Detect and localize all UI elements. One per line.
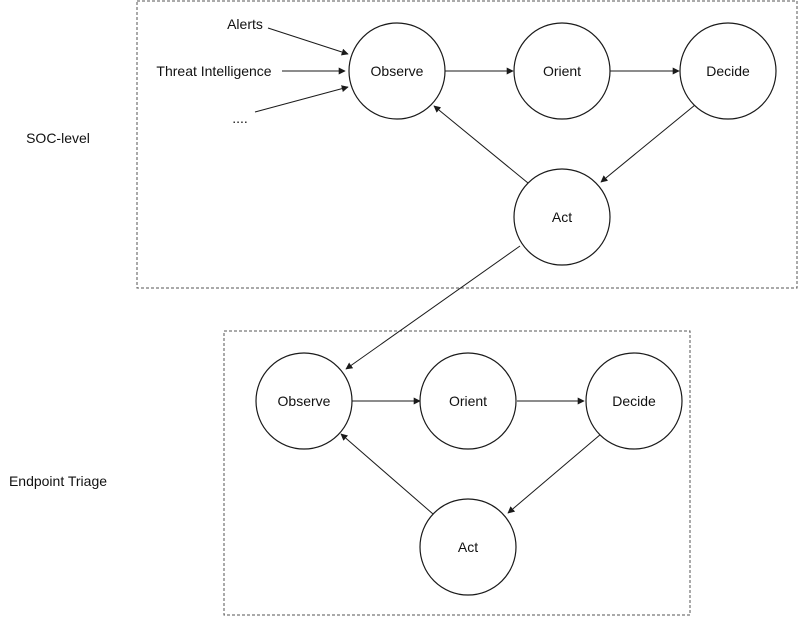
alerts-input-label: Alerts: [227, 16, 263, 32]
endpoint-decide-label: Decide: [612, 393, 656, 409]
soc-decide-node: Decide: [679, 22, 777, 120]
soc-observe-node: Observe: [348, 22, 446, 120]
soc-decide-label: Decide: [706, 63, 750, 79]
soc-act-to-endpoint-observe-arrow: [345, 245, 521, 370]
endpoint-act-to-observe-arrow: [340, 433, 434, 515]
soc-decide-to-act-arrow: [600, 104, 696, 183]
alerts-to-observe-arrow: [267, 27, 349, 56]
endpoint-orient-node: Orient: [419, 352, 517, 450]
more-inputs-label: ....: [232, 110, 248, 126]
soc-level-label: SOC-level: [26, 130, 90, 146]
soc-observe-label: Observe: [371, 63, 424, 79]
endpoint-observe-label: Observe: [278, 393, 331, 409]
soc-orient-label: Orient: [543, 63, 581, 79]
endpoint-triage-region: [223, 330, 691, 616]
soc-orient-node: Orient: [513, 22, 611, 120]
soc-act-label: Act: [552, 209, 572, 225]
soc-act-node: Act: [513, 168, 611, 266]
endpoint-act-label: Act: [458, 539, 478, 555]
endpoint-decide-to-act-arrow: [507, 433, 602, 514]
threat-intelligence-input-label: Threat Intelligence: [156, 63, 271, 79]
soc-level-region: [136, 0, 798, 289]
endpoint-decide-node: Decide: [585, 352, 683, 450]
endpoint-observe-node: Observe: [255, 352, 353, 450]
endpoint-triage-label: Endpoint Triage: [9, 473, 107, 489]
more-inputs-to-observe-arrow: [254, 85, 349, 113]
soc-act-to-observe-arrow: [433, 105, 529, 184]
endpoint-act-node: Act: [419, 498, 517, 596]
endpoint-orient-label: Orient: [449, 393, 487, 409]
